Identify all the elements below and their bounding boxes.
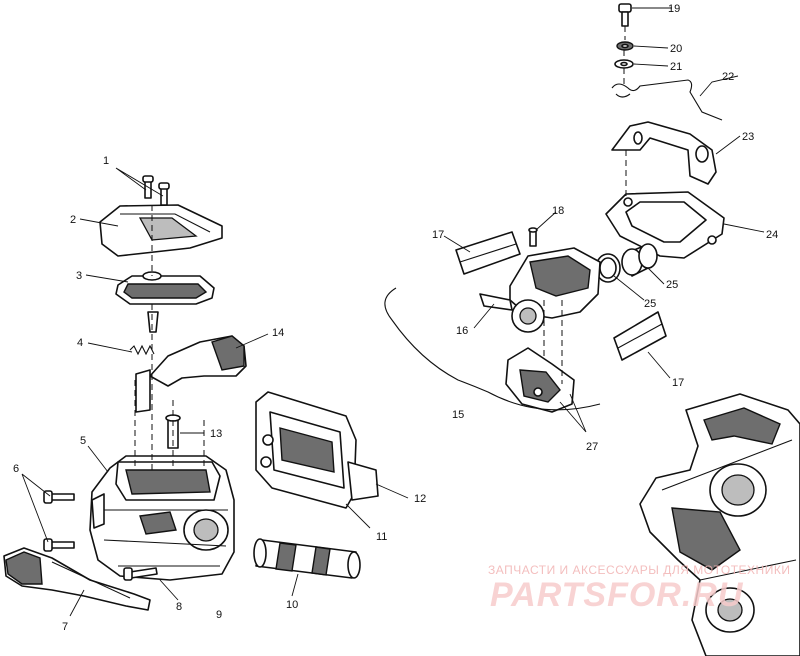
part-11-carrier	[255, 391, 357, 509]
part-15-brace	[384, 287, 601, 411]
label-23: 23	[742, 131, 754, 143]
label-22: 22	[722, 71, 734, 83]
label-17-top: 17	[432, 229, 444, 241]
part-6-screws	[43, 490, 75, 552]
label-24: 24	[766, 229, 778, 241]
label-11: 11	[376, 531, 387, 543]
label-16: 16	[456, 325, 468, 337]
label-25-lower: 25	[644, 298, 656, 310]
part-8-screw	[123, 567, 158, 581]
part-27-pads	[505, 347, 575, 413]
part-17-pad-top	[455, 231, 521, 275]
part-16-caliper	[479, 247, 601, 333]
label-18: 18	[552, 205, 564, 217]
label-9: 9	[216, 609, 222, 621]
part-4-spring	[129, 311, 159, 356]
label-6: 6	[13, 463, 19, 475]
part-24-plate	[605, 191, 725, 259]
label-19: 19	[668, 3, 680, 15]
label-5: 5	[80, 435, 86, 447]
part-1-screws	[142, 175, 170, 206]
part-21-washer	[614, 59, 634, 69]
label-12: 12	[414, 493, 426, 505]
chaincase-housing	[639, 393, 800, 656]
label-13: 13	[210, 428, 222, 440]
label-15: 15	[452, 409, 464, 421]
label-4: 4	[77, 337, 83, 349]
part-5-housing	[89, 455, 235, 581]
label-27: 27	[586, 441, 598, 453]
part-25-seals	[595, 243, 658, 283]
callout-labels: 1 2 3 4 5 6 7 8 9 10 11 12 13 14 15 16 1…	[13, 3, 778, 633]
watermark: ЗАПЧАСТИ И АКСЕССУАРЫ ДЛЯ МОТОТЕХНИКИ PA…	[488, 563, 790, 614]
part-7-brake-lever	[3, 547, 151, 611]
label-3: 3	[76, 270, 82, 282]
label-1: 1	[103, 155, 109, 167]
part-12-bracket	[347, 461, 379, 501]
part-10-cylinder	[253, 538, 361, 579]
part-18-bleeder	[528, 227, 538, 247]
part-20-washer	[616, 41, 634, 51]
part-17-pad-bottom	[613, 311, 667, 361]
label-14: 14	[272, 327, 284, 339]
label-17-bottom: 17	[672, 377, 684, 389]
label-10: 10	[286, 599, 298, 611]
part-22-clip	[611, 79, 723, 121]
part-3-gasket	[115, 271, 215, 305]
part-19-bolt	[618, 3, 632, 27]
label-21: 21	[670, 61, 682, 73]
label-7: 7	[62, 621, 68, 633]
part-2-cover	[99, 204, 223, 257]
part-14-throttle-lever	[135, 335, 247, 413]
watermark-tagline: ЗАПЧАСТИ И АКСЕССУАРЫ ДЛЯ МОТОТЕХНИКИ	[488, 563, 790, 577]
label-25-upper: 25	[666, 279, 678, 291]
label-20: 20	[670, 43, 682, 55]
label-8: 8	[176, 601, 182, 613]
watermark-brand: PARTSFOR.RU	[490, 576, 744, 614]
label-2: 2	[70, 214, 76, 226]
part-23-bracket	[611, 121, 717, 185]
